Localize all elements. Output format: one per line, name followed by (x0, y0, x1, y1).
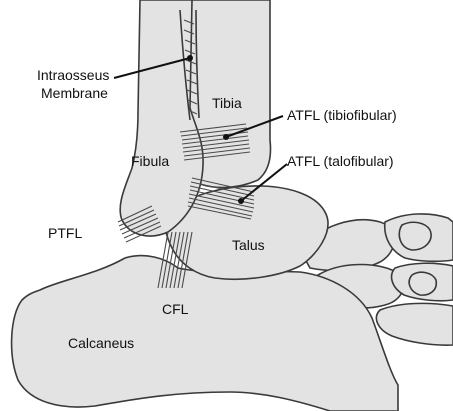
leader-dot-atfl-tibiofibular (223, 134, 229, 140)
label-membrane: Membrane (41, 85, 108, 101)
label-ptfl: PTFL (48, 225, 82, 241)
leader-dot-interosseous (187, 55, 193, 61)
label-fibula: Fibula (131, 153, 169, 169)
label-calcaneus: Calcaneus (68, 335, 134, 351)
leader-dot-atfl-talofibular (238, 198, 244, 204)
label-intraosseus: Intraosseus (37, 67, 109, 83)
label-tibia: Tibia (212, 95, 242, 111)
label-cfl: CFL (162, 301, 189, 317)
label-talus: Talus (232, 237, 265, 253)
label-atfl-tibiofibular: ATFL (tibiofibular) (287, 107, 397, 123)
label-atfl-talofibular: ATFL (talofibular) (287, 153, 394, 169)
fibula-bone (120, 0, 203, 236)
